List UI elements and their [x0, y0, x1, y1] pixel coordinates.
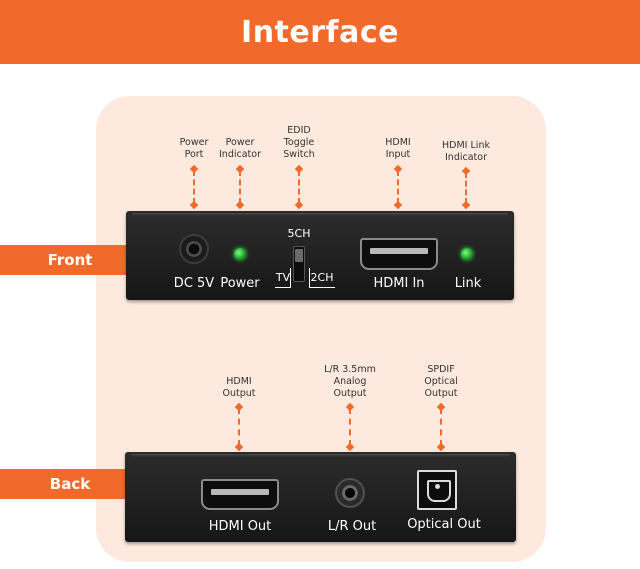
leader-link-indicator: [465, 172, 467, 204]
leader-power-port: [193, 170, 195, 204]
callout-hdmi-input: HDMI Input: [385, 137, 411, 160]
leader-edid-switch: [298, 170, 300, 204]
callout-power-port: Power Port: [179, 137, 209, 160]
callout-edid-switch: EDID Toggle Switch: [283, 125, 315, 160]
device-top-edge-back: [131, 454, 510, 457]
switch-tv-label: TV: [275, 271, 291, 284]
hdmi-out-port: [201, 479, 279, 510]
header-banner: Interface: [0, 0, 640, 64]
leader-power-indicator: [239, 170, 241, 204]
front-label: Front: [0, 245, 140, 275]
dc-power-jack: [179, 234, 209, 264]
leader-optical-output: [440, 408, 442, 446]
leader-hdmi-input: [397, 170, 399, 204]
switch-2ch-label: 2CH: [310, 271, 334, 284]
leader-hdmi-output: [238, 408, 240, 446]
switch-5ch-label: 5CH: [287, 227, 311, 240]
optical-out-label: Optical Out: [407, 517, 481, 532]
page-title: Interface: [241, 14, 399, 50]
link-led-icon: [461, 248, 473, 260]
link-label: Link: [454, 276, 482, 291]
callout-analog-output: L/R 3.5mm Analog Output: [324, 364, 376, 399]
callout-hdmi-output: HDMI Output: [222, 376, 256, 399]
hdmi-out-label: HDMI Out: [208, 519, 272, 534]
switch-tv-base: [275, 287, 291, 288]
switch-2ch-base: [309, 287, 335, 288]
edid-toggle-switch: [293, 246, 305, 282]
callout-optical-output: SPDIF Optical Output: [424, 364, 458, 399]
device-top-edge: [132, 213, 508, 216]
switch-tv-tick: [290, 268, 291, 288]
hdmi-in-port: [360, 238, 438, 270]
lr-audio-jack: [335, 478, 365, 508]
callout-link-indicator: HDMI Link Indicator: [442, 140, 490, 163]
switch-2ch-tick: [309, 268, 310, 288]
hdmi-in-label: HDMI In: [373, 276, 425, 291]
power-label: Power: [220, 276, 260, 291]
lr-out-label: L/R Out: [327, 519, 377, 534]
leader-analog-output: [349, 408, 351, 446]
dc-label: DC 5V: [173, 276, 215, 291]
callout-power-indicator: Power Indicator: [219, 137, 261, 160]
power-led-icon: [234, 248, 246, 260]
optical-out-port: [417, 470, 457, 510]
back-label: Back: [0, 469, 140, 499]
